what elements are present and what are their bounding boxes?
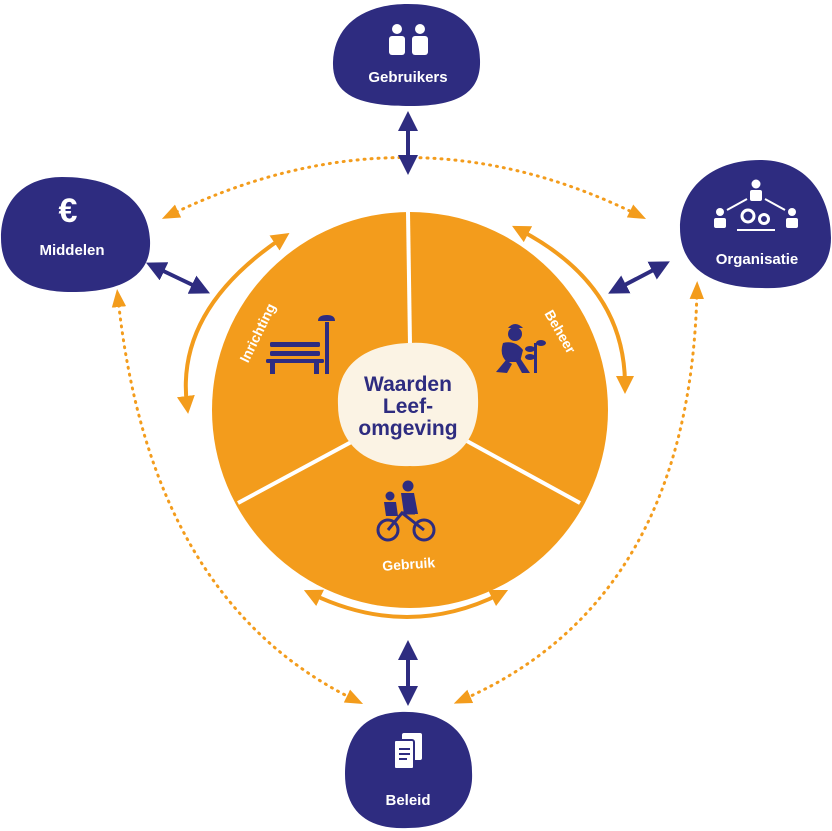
- center-blob: [337, 342, 479, 467]
- dotted-arc-top: [161, 156, 647, 220]
- dotted-arc-right: [453, 281, 704, 704]
- node-organisatie: Organisatie: [680, 160, 831, 289]
- node-beleid: Beleid: [345, 711, 473, 829]
- documents-icon: [393, 733, 422, 770]
- wheel-arrows: [176, 225, 634, 619]
- arrow-middelen: [145, 262, 211, 294]
- users-icon: [389, 24, 428, 55]
- node-blob-beleid: [345, 711, 473, 829]
- curved-arrow-left: [176, 232, 290, 414]
- curved-arrow-right: [512, 225, 634, 394]
- node-blob-gebruikers: [332, 4, 481, 106]
- center-line-2: Leef-: [383, 395, 433, 418]
- arrow-organisatie: [608, 261, 670, 294]
- divider-left: [237, 438, 356, 505]
- divider-right: [464, 438, 581, 505]
- node-middelen: € Middelen: [1, 177, 151, 292]
- euro-icon: €: [59, 192, 78, 230]
- node-blob-middelen: [1, 177, 151, 292]
- dotted-arc-left: [111, 289, 364, 704]
- node-label-beleid: Beleid: [385, 792, 430, 809]
- center-line-1: Waarden: [364, 373, 452, 396]
- organisation-gears-icon: [714, 179, 798, 231]
- curved-arrow-bottom: [303, 589, 509, 619]
- node-blob-organisatie: [680, 160, 831, 289]
- node-label-gebruikers: Gebruikers: [368, 69, 447, 86]
- node-label-middelen: Middelen: [39, 242, 104, 259]
- bench-streetlight-icon: [266, 315, 335, 374]
- gardener-planting-icon: [496, 324, 546, 373]
- divider-top: [406, 211, 412, 346]
- node-gebruikers: Gebruikers: [332, 4, 481, 106]
- segment-label-gebruik: Gebruik: [382, 554, 436, 574]
- central-wheel: Waarden Leef- omgeving Inrichting Beheer…: [212, 211, 608, 608]
- center-line-3: omgeving: [358, 417, 457, 440]
- node-label-organisatie: Organisatie: [716, 251, 799, 268]
- cyclist-with-child-icon: [376, 480, 436, 542]
